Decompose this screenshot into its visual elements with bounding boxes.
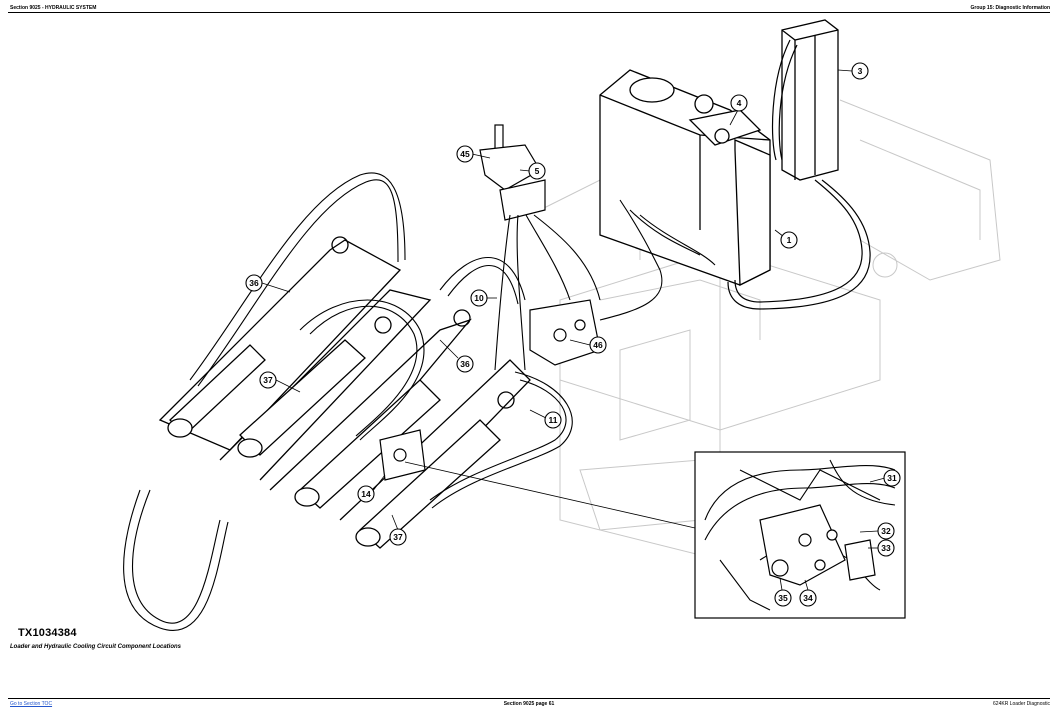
cooler-hoses — [727, 39, 871, 310]
callout-3: 3 — [837, 62, 869, 80]
center-manifold — [379, 429, 426, 481]
callout-33: 33 — [868, 539, 895, 557]
boom-hoses — [123, 172, 573, 631]
svg-text:10: 10 — [474, 293, 484, 303]
svg-text:35: 35 — [778, 593, 788, 603]
detail-inset — [694, 451, 906, 619]
footer-divider — [8, 698, 1050, 699]
callout-37-left: 37 — [259, 371, 301, 393]
figure-caption: Loader and Hydraulic Cooling Circuit Com… — [10, 644, 182, 650]
callout-31: 31 — [869, 469, 901, 487]
callout-11: 11 — [529, 409, 562, 429]
callout-36-center: 36 — [439, 339, 474, 373]
page-number: Section 9025 page 61 — [503, 701, 555, 707]
callout-32: 32 — [859, 522, 895, 540]
group-header: Group 15: Diagnostic Information — [970, 5, 1050, 11]
callout-36-left: 36 — [245, 274, 291, 293]
callout-4: 4 — [729, 94, 748, 126]
callout-37-bottom: 37 — [389, 514, 407, 546]
main-control-valve — [529, 299, 601, 366]
header-divider — [8, 12, 1050, 13]
pilot-control-valve — [479, 124, 546, 221]
figure-id: TX1034384 — [18, 627, 77, 639]
svg-text:33: 33 — [881, 543, 891, 553]
svg-text:46: 46 — [593, 340, 603, 350]
svg-text:34: 34 — [803, 593, 813, 603]
callout-14: 14 — [357, 474, 386, 503]
svg-text:36: 36 — [249, 278, 259, 288]
manual-title: 624KR Loader Diagnostic — [993, 701, 1050, 707]
svg-text:11: 11 — [549, 415, 558, 425]
svg-text:4: 4 — [737, 98, 742, 108]
svg-text:3: 3 — [858, 66, 863, 76]
callout-10: 10 — [470, 289, 497, 307]
svg-text:36: 36 — [460, 359, 470, 369]
hydraulic-tank — [599, 69, 771, 287]
callout-45: 45 — [456, 145, 491, 163]
callout-34: 34 — [799, 579, 817, 607]
oil-cooler — [781, 19, 839, 181]
svg-text:31: 31 — [887, 473, 897, 483]
callout-1: 1 — [774, 229, 798, 249]
svg-text:5: 5 — [535, 166, 540, 176]
svg-text:37: 37 — [263, 375, 273, 385]
svg-text:14: 14 — [361, 489, 371, 499]
detail-leader-line — [404, 461, 696, 529]
hydraulic-cylinders — [167, 339, 501, 549]
section-header: Section 9025 - HYDRAULIC SYSTEM — [10, 5, 97, 11]
svg-text:37: 37 — [393, 532, 403, 542]
svg-text:32: 32 — [881, 526, 891, 536]
svg-text:1: 1 — [787, 235, 792, 245]
callout-46: 46 — [569, 336, 607, 354]
callout-5: 5 — [519, 162, 546, 180]
svg-text:45: 45 — [460, 149, 470, 159]
callout-35: 35 — [774, 577, 792, 607]
section-toc-link[interactable]: Go to Section TOC — [10, 701, 53, 707]
pilot-hoses — [494, 199, 716, 371]
